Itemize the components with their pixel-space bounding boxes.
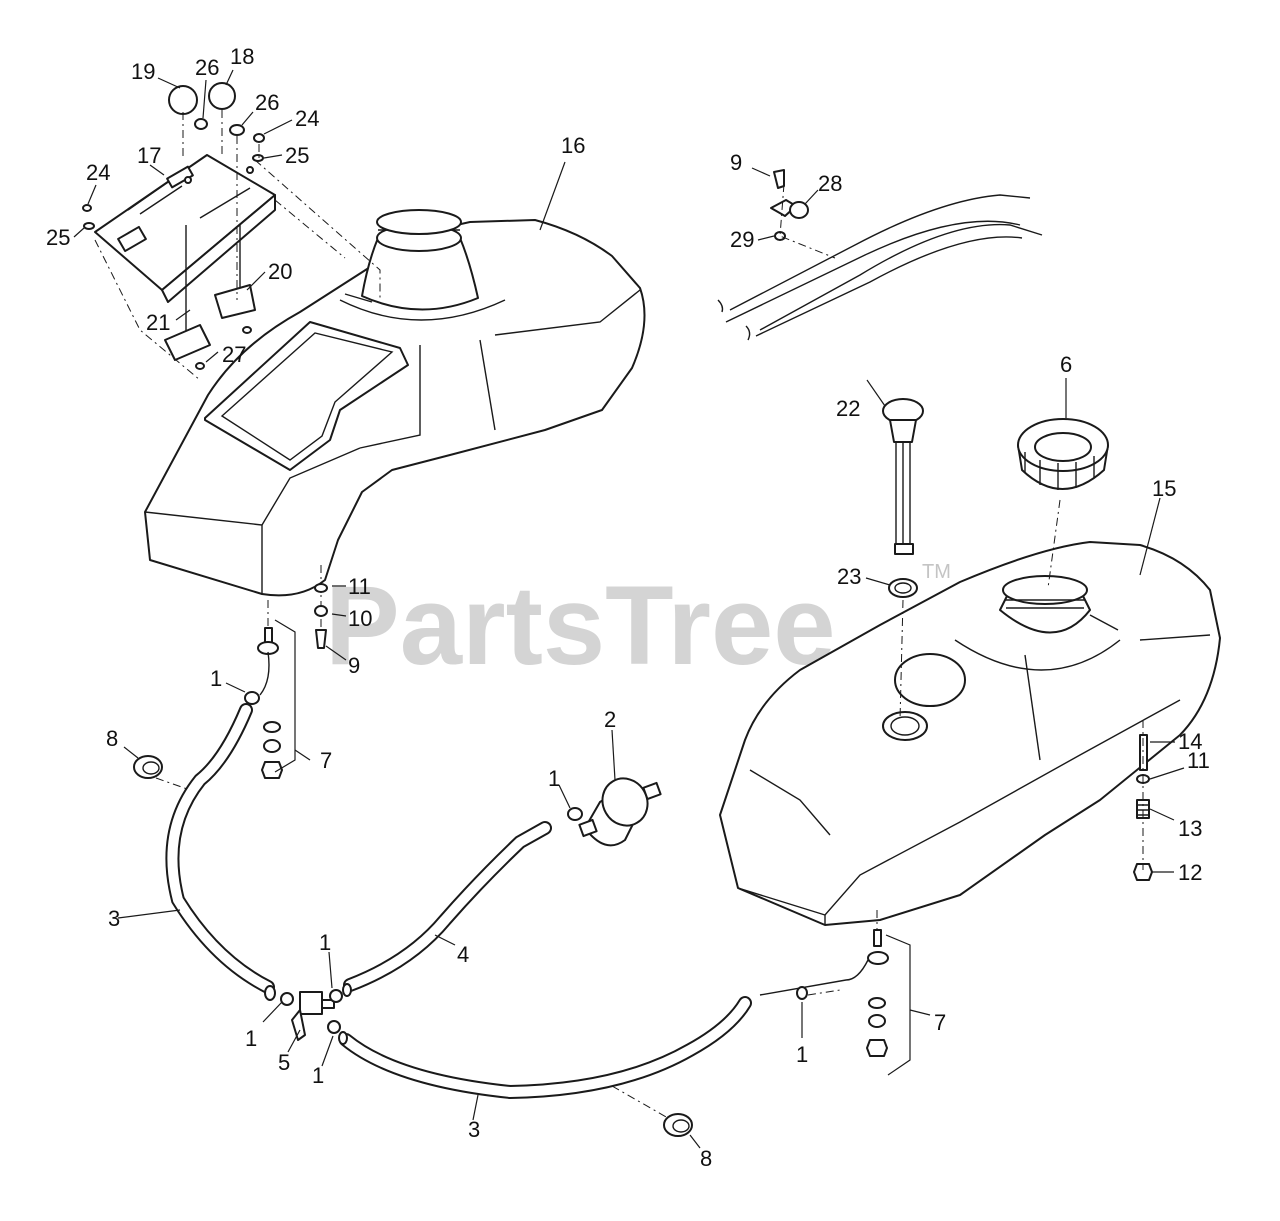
knob-19 (168, 85, 198, 115)
fuel-shutoff-valve (264, 983, 352, 1045)
callout-1: 1 (548, 766, 560, 791)
watermark-brand: PartsTree (325, 563, 836, 688)
callout-24: 24 (295, 106, 319, 131)
callout-5: 5 (278, 1050, 290, 1075)
callout-11: 11 (1187, 748, 1210, 773)
callout-3: 3 (468, 1117, 480, 1142)
left-tank-mounting-hardware (314, 565, 347, 661)
callout-1: 1 (210, 666, 222, 691)
callout-3: 3 (108, 906, 120, 931)
callout-4: 4 (457, 942, 469, 967)
callout-29: 29 (730, 227, 754, 252)
callout-25: 25 (285, 143, 309, 168)
left-fuel-tank (144, 209, 646, 597)
callout-22: 22 (836, 396, 860, 421)
callout-8: 8 (106, 726, 118, 751)
callout-19: 19 (131, 59, 155, 84)
callout-7: 7 (934, 1010, 946, 1035)
callout-23: 23 (837, 564, 861, 589)
right-tank-mounting-hardware (1133, 720, 1185, 881)
callout-12: 12 (1178, 860, 1202, 885)
callout-10: 10 (348, 606, 372, 631)
callout-18: 18 (230, 44, 254, 69)
callout-labels: 19 26 18 26 24 25 17 24 25 20 21 27 16 9… (46, 44, 1210, 1171)
callout-8: 8 (700, 1146, 712, 1171)
callout-1: 1 (796, 1042, 808, 1067)
control-panel-bracket (94, 154, 276, 361)
watermark-trademark: TM (922, 561, 951, 583)
callout-26: 26 (255, 90, 279, 115)
callout-25: 25 (46, 225, 70, 250)
callout-6: 6 (1060, 352, 1072, 377)
right-fuel-tank (719, 541, 1221, 926)
fuel-hoses (165, 703, 752, 1100)
knob-18 (208, 82, 236, 110)
callout-9: 9 (348, 653, 360, 678)
fuel-cap (1017, 378, 1109, 589)
callout-21: 21 (146, 310, 170, 335)
upper-left-leaders (73, 69, 381, 381)
callout-14: 14 (1178, 729, 1202, 754)
fuel-gauge-sender (865, 379, 924, 721)
callout-9: 9 (730, 150, 742, 175)
callout-27: 27 (222, 342, 246, 367)
tank-outlet-fittings (244, 600, 931, 1076)
callout-28: 28 (818, 171, 842, 196)
callout-1: 1 (312, 1063, 324, 1088)
throttle-cables (717, 167, 1043, 341)
callout-15: 15 (1152, 476, 1176, 501)
callout-11: 11 (348, 574, 371, 599)
callout-1: 1 (245, 1026, 257, 1051)
callout-1: 1 (319, 930, 331, 955)
callout-26: 26 (195, 55, 219, 80)
inline-fuel-filter (567, 729, 662, 847)
callout-24: 24 (86, 160, 110, 185)
callout-13: 13 (1178, 816, 1202, 841)
clamp-leaders (117, 161, 1161, 1121)
callout-7: 7 (320, 748, 332, 773)
callout-17: 17 (137, 143, 161, 168)
grommets (123, 746, 701, 1149)
callout-20: 20 (268, 259, 292, 284)
callout-2: 2 (604, 707, 616, 732)
callout-16: 16 (561, 133, 585, 158)
